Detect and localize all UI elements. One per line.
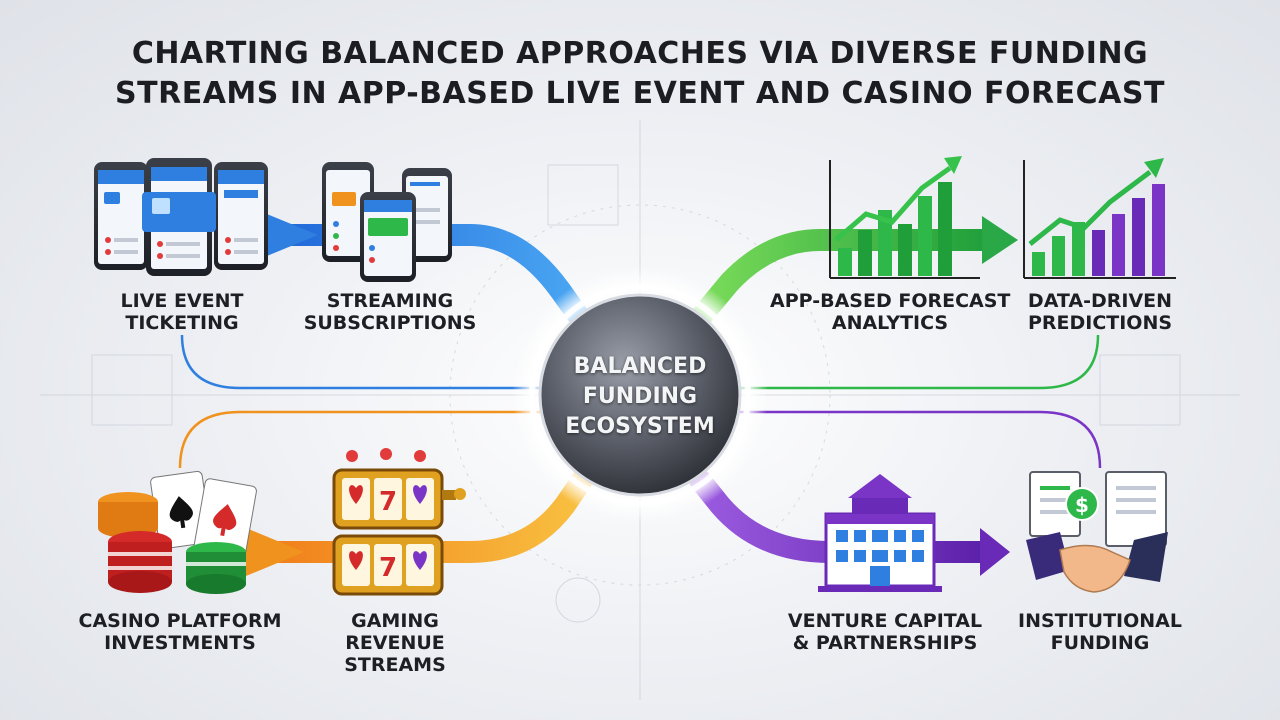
node-label-gaming-revenue-streams: GAMING REVENUE STREAMS: [300, 610, 490, 676]
node-label-line: REVENUE: [345, 632, 445, 654]
hub-label-line-2: FUNDING: [582, 384, 698, 409]
node-label-data-driven-predictions: DATA-DRIVEN PREDICTIONS: [1010, 290, 1190, 334]
title-line-1: CHARTING BALANCED APPROACHES VIA DIVERSE…: [131, 36, 1149, 71]
node-label-line: INVESTMENTS: [104, 632, 256, 654]
title-line-2: STREAMS IN APP-BASED LIVE EVENT AND CASI…: [115, 76, 1165, 111]
node-label-line: STREAMING: [326, 290, 454, 312]
hub-label-line-3: ECOSYSTEM: [565, 414, 715, 439]
thin-connectors: [178, 334, 1102, 469]
hub-label-line-1: BALANCED: [573, 354, 707, 379]
node-label-line: FUNDING: [1050, 632, 1150, 654]
node-label-line: LIVE EVENT: [120, 290, 244, 312]
svg-text:$: $: [1075, 493, 1089, 517]
slot-machine-icon: 7 7: [332, 448, 466, 596]
node-label-line: VENTURE CAPITAL: [787, 610, 983, 632]
node-label-venture-capital: VENTURE CAPITAL & PARTNERSHIPS: [780, 610, 990, 654]
ticket-app-phones-icon: [94, 158, 268, 276]
forecast-bar-chart-icon: [829, 156, 980, 279]
node-label-line: CASINO PLATFORM: [78, 610, 282, 632]
background-guides: [40, 120, 1240, 700]
hub-label: BALANCED FUNDING ECOSYSTEM: [540, 352, 740, 442]
node-label-line: PREDICTIONS: [1027, 312, 1173, 334]
hub: [512, 267, 768, 523]
svg-text:7: 7: [379, 553, 397, 583]
node-label-line: STREAMS: [344, 654, 446, 676]
node-label-line: INSTITUTIONAL: [1018, 610, 1182, 632]
node-label-line: APP-BASED FORECAST: [770, 290, 1011, 312]
node-label-live-event-ticketing: LIVE EVENT TICKETING: [82, 290, 282, 334]
node-label-institutional-funding: INSTITUTIONAL FUNDING: [1010, 610, 1190, 654]
page-title: CHARTING BALANCED APPROACHES VIA DIVERSE…: [0, 34, 1280, 114]
handshake-documents-icon: $: [1026, 471, 1168, 593]
node-label-line: ANALYTICS: [831, 312, 949, 334]
predictions-bar-chart-icon: [1023, 158, 1176, 279]
node-label-line: DATA-DRIVEN: [1027, 290, 1173, 312]
stream-arrows: [246, 212, 1018, 576]
node-label-line: TICKETING: [125, 312, 239, 334]
node-label-streaming-subscriptions: STREAMING SUBSCRIPTIONS: [290, 290, 490, 334]
node-label-line: SUBSCRIPTIONS: [303, 312, 477, 334]
streaming-app-phones-icon: [322, 162, 452, 282]
node-label-line: & PARTNERSHIPS: [792, 632, 978, 654]
node-label-line: GAMING: [351, 610, 439, 632]
node-label-forecast-analytics: APP-BASED FORECAST ANALYTICS: [770, 290, 1010, 334]
funding-streams: [237, 224, 1001, 563]
venture-building-icon: [818, 474, 942, 592]
node-label-casino-platform-investments: CASINO PLATFORM INVESTMENTS: [70, 610, 290, 654]
casino-chips-cards-icon: [98, 470, 257, 594]
svg-text:7: 7: [379, 487, 397, 517]
